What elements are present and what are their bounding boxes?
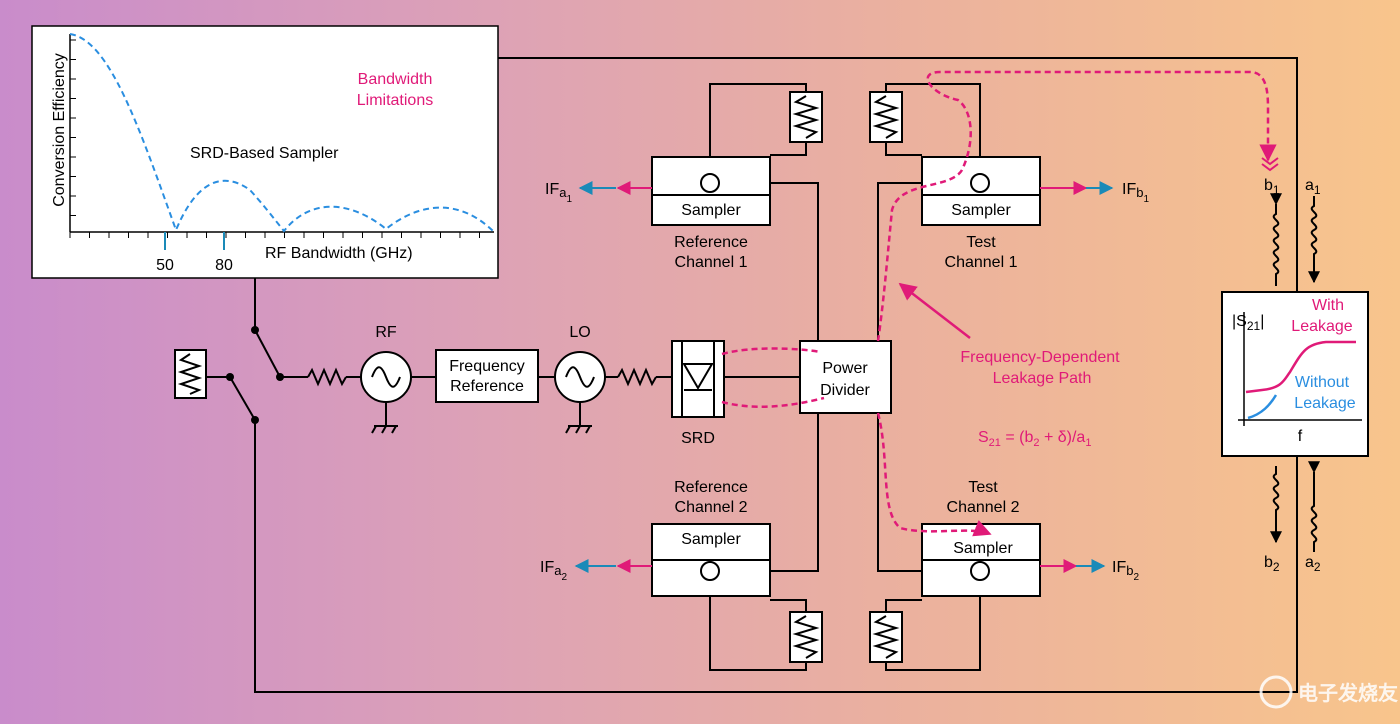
resistor-test2 — [869, 611, 903, 663]
leakage-label-line1: Frequency-Dependent — [960, 349, 1120, 366]
a1-wave — [1308, 196, 1320, 284]
with-label-line2: Leakage — [1291, 318, 1352, 335]
leakage-paths: Frequency-Dependent Leakage Path S21 = (… — [721, 70, 1277, 537]
inset-series-label: SRD-Based Sampler — [190, 145, 339, 162]
srd-diode: SRD — [671, 340, 725, 447]
with-leakage-curve — [1245, 340, 1356, 394]
test2-caption-line2: Channel 2 — [947, 499, 1020, 516]
with-label-line1: With — [1312, 297, 1344, 314]
ref2-caption-line2: Channel 2 — [675, 499, 748, 516]
inset-xlabel: RF Bandwidth (GHz) — [265, 245, 413, 262]
lo-source: LO — [554, 324, 606, 434]
leakage-label-line2: Leakage Path — [993, 370, 1092, 387]
without-leakage-curve — [1247, 394, 1278, 420]
s21-equation: S21 = (b2 + δ)/a1 — [978, 429, 1091, 449]
frequency-reference-block: Frequency Reference — [435, 349, 539, 403]
freq-ref-line1: Frequency — [449, 358, 525, 375]
test2-caption-line1: Test — [968, 479, 998, 496]
resistor-ref2 — [789, 611, 823, 663]
inset-annotation-line1: Bandwidth — [358, 71, 433, 88]
watermark: 电子发烧友 — [1259, 675, 1398, 709]
switch-termination-resistor — [174, 349, 207, 399]
port-b1-label: b1 — [1264, 177, 1280, 197]
resistor-ref1 — [789, 91, 823, 143]
if-b1-label: IFb1 — [1122, 181, 1149, 205]
port-a1-label: a1 — [1305, 177, 1321, 197]
s21-xlabel: f — [1298, 428, 1303, 445]
rf-source: RF — [360, 324, 412, 434]
tick-label-80: 80 — [215, 257, 233, 274]
if-a1-label: IFa1 — [545, 181, 572, 205]
y-ticks — [70, 39, 76, 216]
b2-wave — [1270, 466, 1282, 544]
x-ticks — [69, 232, 480, 238]
inset-ylabel: Conversion Efficiency — [51, 53, 68, 207]
inset-chart: Conversion Efficiency RF Bandwidth (GHz)… — [31, 25, 499, 279]
port-waves: b1 a1 b2 a2 — [1261, 157, 1321, 574]
efficiency-curve — [69, 33, 495, 233]
rf-label: RF — [375, 324, 397, 341]
watermark-text: 电子发烧友 — [1298, 681, 1398, 705]
resistor-test1 — [869, 91, 903, 143]
sampler-ref2-label: Sampler — [681, 531, 741, 548]
power-divider-line1: Power — [822, 360, 868, 377]
sampler-ref1-label: Sampler — [681, 202, 741, 219]
power-divider-line2: Divider — [820, 382, 870, 399]
ref2-caption-line1: Reference — [674, 479, 748, 496]
port-b2-label: b2 — [1264, 554, 1280, 574]
a2-wave — [1308, 461, 1320, 552]
sampler-ref1: Sampler Reference Channel 1 IFa1 — [545, 156, 771, 271]
srd-label: SRD — [681, 430, 715, 447]
test1-caption-line2: Channel 1 — [945, 254, 1018, 271]
lo-label: LO — [569, 324, 590, 341]
if-a2-label: IFa2 — [540, 559, 567, 583]
freq-ref-line2: Reference — [450, 378, 524, 395]
watermark-logo-icon — [1259, 675, 1293, 709]
b1-wave — [1270, 193, 1282, 286]
sampler-test1: Sampler Test Channel 1 IFb1 — [921, 156, 1149, 271]
without-label-line2: Leakage — [1294, 395, 1355, 412]
sampler-test2-label: Sampler — [953, 540, 1013, 557]
port-a2-label: a2 — [1305, 554, 1321, 574]
if-b2-label: IFb2 — [1112, 559, 1139, 583]
s21-panel: |S21| With Leakage Without Leakage f — [1221, 291, 1369, 457]
ref1-caption-line2: Channel 1 — [675, 254, 748, 271]
sampler-ref2: Sampler Reference Channel 2 IFa2 — [540, 479, 771, 597]
inset-annotation-line2: Limitations — [357, 92, 433, 109]
tick-label-50: 50 — [156, 257, 174, 274]
sampler-test2: Sampler Test Channel 2 IFb2 — [921, 479, 1139, 597]
without-label-line1: Without — [1295, 374, 1350, 391]
wiring — [206, 57, 1298, 693]
ref1-caption-line1: Reference — [674, 234, 748, 251]
leak-arrowhead — [1261, 157, 1279, 172]
sampler-test1-label: Sampler — [951, 202, 1011, 219]
test1-caption-line1: Test — [966, 234, 996, 251]
